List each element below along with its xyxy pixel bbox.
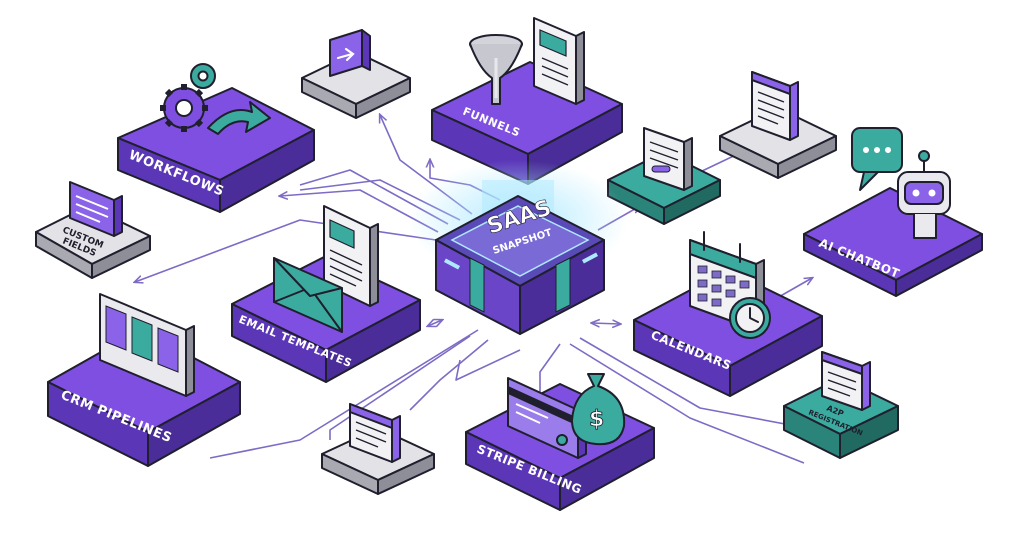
form-icon	[349, 403, 401, 463]
robot-icon	[897, 150, 951, 239]
dollar-glyph: $	[589, 407, 604, 432]
gear-icon	[190, 63, 216, 89]
clock-icon	[729, 297, 771, 339]
stripe-billing-node: $ STRIPE BILLING	[465, 373, 655, 511]
document-icon	[323, 205, 379, 307]
kanban-board-icon	[99, 293, 195, 397]
teal-form-node	[607, 127, 721, 225]
arrow-icon	[329, 29, 371, 77]
saas-snapshot-hub: SAAS SNAPSHOT	[408, 160, 628, 335]
form-icon	[643, 127, 693, 191]
workflows-node: WORKFLOWS	[117, 63, 315, 213]
arrow-icon	[207, 101, 271, 135]
document-icon	[751, 71, 799, 141]
form-icon	[821, 351, 871, 411]
a2p-registration-node: A2P REGISTRATION	[783, 351, 899, 459]
ai-chatbot-node: AI CHATBOT	[803, 127, 983, 297]
form-card-node	[321, 403, 435, 495]
custom-fields-node: CUSTOM FIELDS	[35, 181, 151, 279]
document-card-node	[719, 71, 837, 179]
envelope-icon	[273, 257, 343, 333]
arrow-card-node	[301, 29, 411, 119]
form-icon	[69, 181, 123, 237]
funnel-icon	[469, 34, 523, 105]
email-templates-node: EMAIL TEMPLATES	[231, 205, 421, 383]
calendars-node: CALENDARS	[633, 231, 823, 397]
money-bag-icon: $	[571, 373, 626, 446]
chat-bubble-icon	[851, 127, 903, 191]
gear-icon	[160, 84, 208, 132]
crm-pipelines-node: CRM PIPELINES	[47, 293, 241, 467]
funnels-node: FUNNELS	[431, 17, 623, 185]
document-icon	[533, 17, 585, 105]
